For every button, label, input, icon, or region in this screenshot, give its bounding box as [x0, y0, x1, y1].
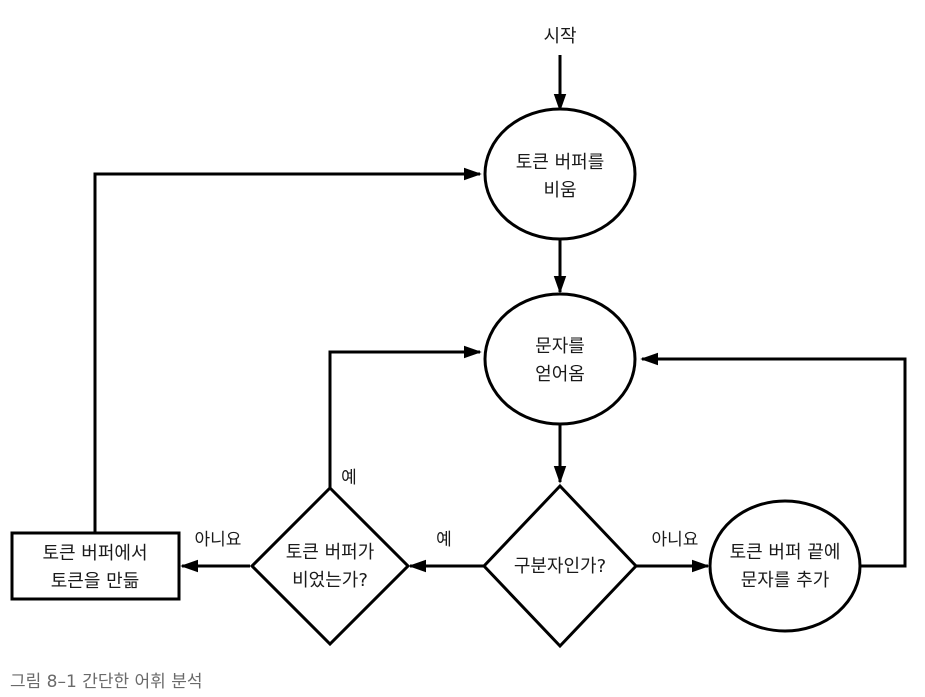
node-clear-buffer: 토큰 버퍼를 비움 — [483, 107, 637, 241]
lexer-flowchart: 시작 예 아니요 아니요 예 토큰 버퍼를 비움 문자를 얻어옴 구분자인가? … — [10, 26, 907, 649]
connectors — [93, 55, 907, 573]
node-is-delimiter: 구분자인가? — [481, 483, 639, 649]
node-buffer-empty-line2: 비었는가? — [292, 570, 368, 591]
arrow-make-token-loop — [93, 167, 482, 533]
node-buffer-empty-line1: 토큰 버퍼가 — [286, 542, 375, 563]
node-append-char-line1: 토큰 버퍼 끝에 — [730, 542, 841, 563]
figure-caption: 그림 8–1 간단한 어휘 분석 — [10, 672, 203, 692]
arrow-append-loop — [640, 352, 907, 568]
node-make-token-line2: 토큰을 만듦 — [51, 571, 140, 592]
edge-label-empty-yes: 예 — [341, 468, 357, 488]
edge-label-delimiter-no: 아니요 — [652, 530, 699, 550]
node-get-char-line1: 문자를 — [535, 336, 585, 357]
arrow-empty-yes-loop — [328, 345, 482, 488]
node-append-char-line2: 문자를 추가 — [741, 570, 830, 591]
node-make-token: 토큰 버퍼에서 토큰을 만듦 — [10, 531, 181, 601]
node-clear-buffer-line1: 토큰 버퍼를 — [516, 152, 605, 173]
edge-label-empty-no: 아니요 — [195, 530, 242, 550]
node-get-char-line2: 얻어옴 — [535, 364, 585, 385]
node-get-char: 문자를 얻어옴 — [483, 292, 637, 426]
start-label: 시작 — [543, 26, 576, 47]
node-append-char: 토큰 버퍼 끝에 문자를 추가 — [708, 499, 862, 633]
edge-label-delimiter-yes: 예 — [436, 530, 452, 550]
node-clear-buffer-line2: 비움 — [543, 180, 576, 201]
node-make-token-line1: 토큰 버퍼에서 — [42, 543, 147, 564]
node-is-delimiter-label: 구분자인가? — [514, 556, 606, 577]
node-buffer-empty: 토큰 버퍼가 비었는가? — [249, 485, 411, 647]
